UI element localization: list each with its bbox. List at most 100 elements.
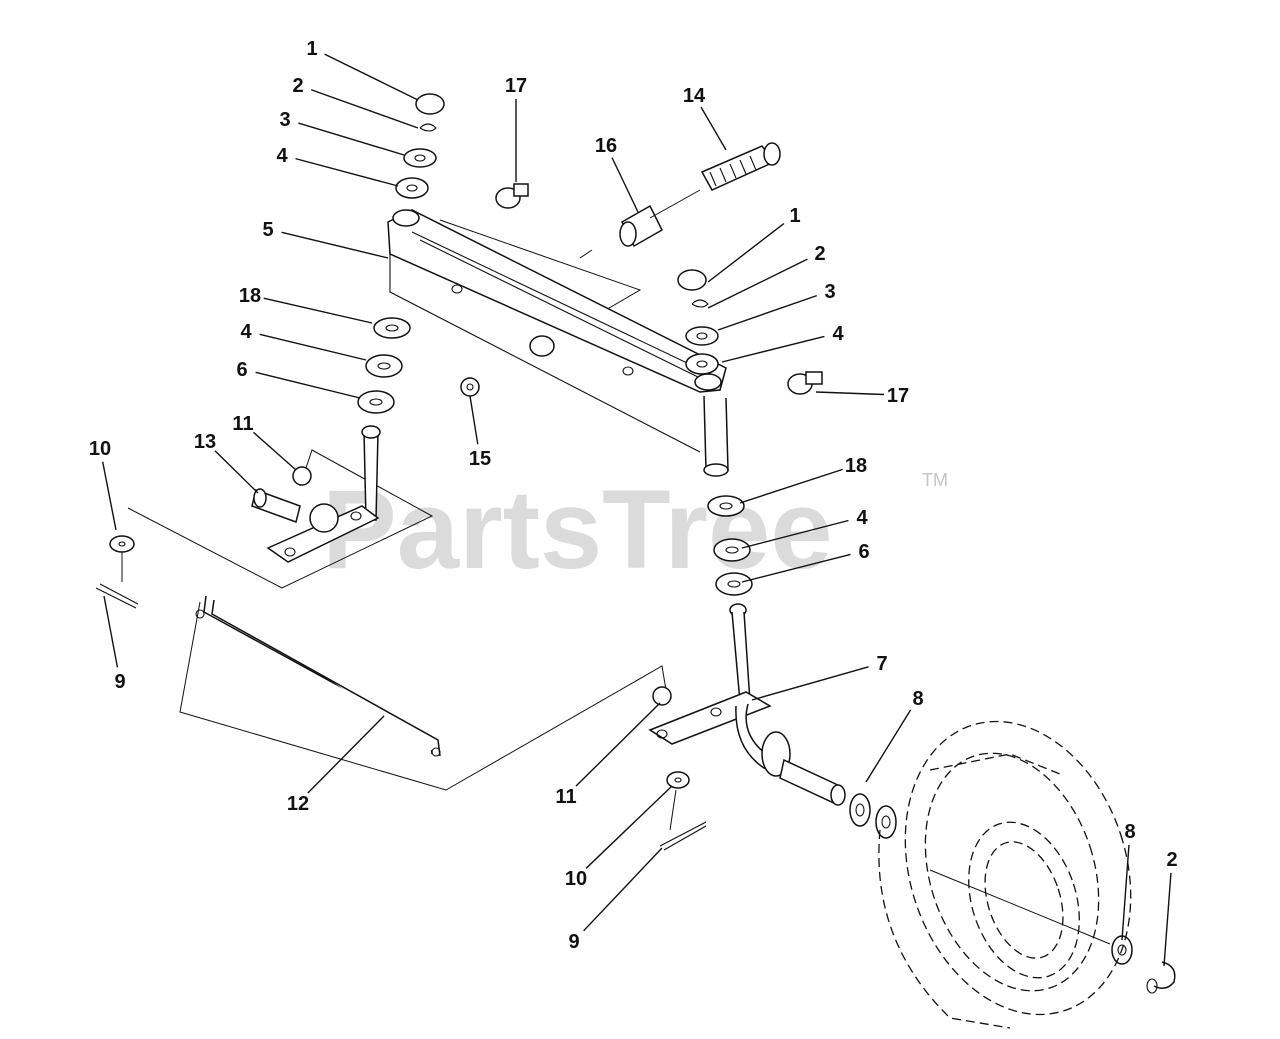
leader-line [707, 258, 808, 309]
callout-c2a: 2 [292, 75, 419, 129]
leader-line [255, 371, 361, 399]
callout-number: 17 [887, 385, 909, 407]
washer-part-10-right [666, 771, 690, 789]
right-kingpin-bushing [703, 395, 729, 477]
leader-line [611, 157, 639, 213]
washers-part-8 [849, 793, 1133, 965]
callout-number: 2 [1166, 849, 1177, 871]
callout-c10b: 10 [565, 785, 673, 890]
front-axle-part-5 [387, 209, 727, 453]
leader-line [259, 333, 367, 361]
callout-c2b: 2 [707, 243, 826, 309]
leader-line [583, 847, 663, 932]
callout-number: 18 [239, 285, 261, 307]
callout-number: 9 [114, 671, 125, 693]
bolt-part-13 [251, 488, 301, 523]
callout-number: 1 [306, 38, 317, 60]
cotter-pin-part-9-left [95, 583, 139, 609]
callout-number: 2 [814, 243, 825, 265]
callout-number: 11 [555, 786, 576, 808]
bolt-part-14 [700, 142, 781, 191]
leader-line [575, 702, 661, 787]
callout-number: 11 [232, 413, 253, 435]
callout-c4c: 4 [721, 323, 844, 363]
callout-c1b: 1 [707, 205, 801, 283]
leader-line [585, 785, 673, 869]
callout-number: 4 [240, 321, 252, 343]
callout-c1a: 1 [306, 38, 419, 101]
clip-part-2-wheel [1146, 961, 1176, 994]
callout-c7: 7 [751, 653, 888, 701]
callout-number: 3 [824, 281, 835, 303]
leader-line [865, 709, 912, 783]
callout-c18b: 18 [739, 455, 867, 504]
callout-c14: 14 [683, 85, 727, 151]
watermark-trademark: TM [922, 470, 948, 490]
callout-number: 12 [287, 793, 309, 815]
watermark-text: PartsTree [322, 467, 833, 592]
leader-line [1163, 872, 1172, 967]
callout-number: 6 [858, 541, 869, 563]
callout-c10a: 10 [89, 438, 117, 531]
callout-number: 2 [292, 75, 303, 97]
callout-c16: 16 [595, 135, 639, 213]
callout-c13: 13 [194, 431, 259, 494]
leader-line [214, 450, 259, 494]
front-wheel [878, 720, 1132, 1029]
right-kingpin-stack [677, 269, 753, 596]
leader-line [101, 461, 117, 531]
leader-line [298, 122, 405, 156]
callout-c3a: 3 [279, 109, 405, 156]
callout-c5: 5 [262, 219, 389, 259]
callout-number: 14 [683, 85, 706, 107]
callout-c9b: 9 [568, 847, 663, 953]
callout-number: 4 [276, 145, 288, 167]
callout-number: 6 [236, 359, 247, 381]
callout-c4d: 4 [741, 507, 868, 549]
spacer-part-16 [619, 204, 663, 248]
leader-line [717, 294, 818, 331]
leader-line [253, 431, 297, 471]
callout-c18a: 18 [239, 285, 373, 324]
callout-number: 5 [262, 219, 273, 241]
callout-c12: 12 [287, 715, 385, 815]
callout-number: 1 [789, 205, 800, 227]
leader-line [721, 335, 825, 363]
callout-c9a: 9 [103, 595, 126, 693]
right-spindle-part-7 [648, 603, 846, 806]
leader-line [707, 222, 785, 283]
washer-part-10-left [109, 535, 135, 553]
callout-number: 8 [912, 688, 923, 710]
leader-line [815, 391, 885, 396]
leader-line [324, 53, 419, 101]
callout-number: 13 [194, 431, 216, 453]
left-spindle [266, 425, 381, 563]
leader-line [739, 468, 843, 504]
nut-part-17-left [495, 183, 529, 209]
callout-number: 17 [505, 75, 527, 97]
callout-c17a: 17 [505, 75, 527, 182]
callout-number: 7 [876, 653, 887, 675]
callout-c3b: 3 [717, 281, 836, 331]
leader-line [281, 231, 389, 259]
callout-c11b: 11 [555, 702, 661, 808]
callout-number: 3 [279, 109, 290, 131]
leader-line [469, 395, 479, 445]
callout-c4b: 4 [240, 321, 367, 361]
callout-c8b: 8 [1121, 821, 1136, 941]
leader-line [263, 297, 373, 324]
callout-number: 9 [568, 931, 579, 953]
leader-line [741, 519, 849, 549]
callout-c2c: 2 [1163, 849, 1178, 967]
callout-number: 10 [89, 438, 111, 460]
tie-rod-part-12 [195, 595, 441, 757]
callout-c17b: 17 [815, 385, 909, 407]
leader-line [295, 157, 399, 187]
left-kingpin-stack [357, 93, 445, 414]
cotter-pin-part-9-right [659, 821, 707, 851]
callout-c6b: 6 [741, 541, 870, 583]
watermark: PartsTree TM [322, 467, 948, 592]
callout-number: 4 [856, 507, 868, 529]
callout-number: 15 [469, 448, 491, 470]
